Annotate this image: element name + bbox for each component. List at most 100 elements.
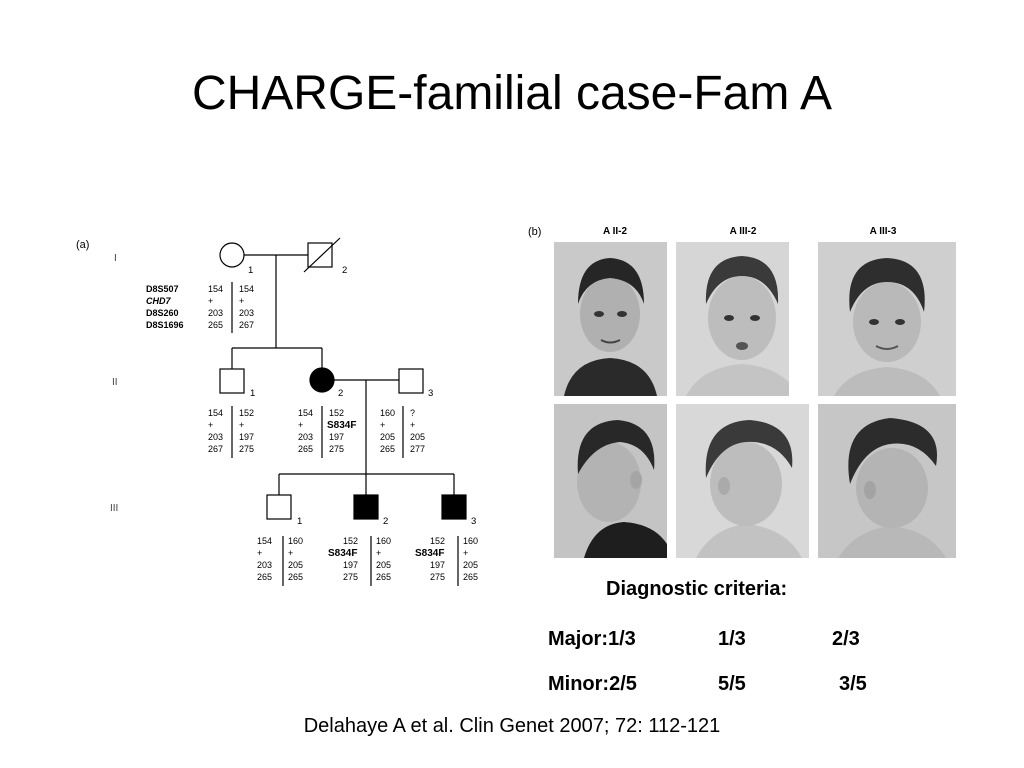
svg-text:+: + xyxy=(208,420,213,430)
panel-a-label: (a) xyxy=(76,239,89,251)
haplotype-III-1: 154 + 203 265 160 + 205 265 xyxy=(257,536,303,582)
svg-text:197: 197 xyxy=(329,432,344,442)
photo-a-ii-2-profile xyxy=(554,404,667,558)
svg-text:265: 265 xyxy=(257,572,272,582)
individual-number: 3 xyxy=(428,388,433,399)
photo-column-header: A III-2 xyxy=(729,226,757,237)
generation-label-III: III xyxy=(110,503,118,514)
individual-number: 1 xyxy=(250,388,255,399)
svg-text:275: 275 xyxy=(329,444,344,454)
photo-a-iii-2-front xyxy=(676,242,789,396)
major-value-a-iii-2: 1/3 xyxy=(718,628,746,650)
individual-I-2-symbol xyxy=(307,242,333,268)
photo-a-iii-3-profile xyxy=(818,404,956,558)
svg-text:205: 205 xyxy=(410,432,425,442)
criteria-heading: Diagnostic criteria: xyxy=(606,578,788,600)
svg-text:275: 275 xyxy=(430,572,445,582)
svg-text:154: 154 xyxy=(239,284,254,294)
individual-III-3-symbol xyxy=(441,494,467,520)
svg-text:203: 203 xyxy=(208,432,223,442)
minor-value-a-iii-2: 5/5 xyxy=(718,673,746,695)
individual-number: 2 xyxy=(383,516,388,527)
svg-text:+: + xyxy=(239,296,244,306)
svg-text:203: 203 xyxy=(257,560,272,570)
svg-text:154: 154 xyxy=(208,284,223,294)
svg-text:+: + xyxy=(257,548,262,558)
marker-label: D8S1696 xyxy=(146,320,184,330)
svg-text:203: 203 xyxy=(239,308,254,318)
individual-number: 2 xyxy=(338,388,343,399)
individual-number: 3 xyxy=(471,516,476,527)
svg-text:160: 160 xyxy=(288,536,303,546)
individual-number: 1 xyxy=(297,516,302,527)
svg-text:197: 197 xyxy=(239,432,254,442)
svg-text:277: 277 xyxy=(410,444,425,454)
svg-text:+: + xyxy=(239,420,244,430)
svg-text:265: 265 xyxy=(298,444,313,454)
svg-text:+: + xyxy=(380,420,385,430)
svg-text:152: 152 xyxy=(343,536,358,546)
svg-text:205: 205 xyxy=(288,560,303,570)
svg-text:+: + xyxy=(410,420,415,430)
svg-text:154: 154 xyxy=(208,408,223,418)
individual-II-2-symbol xyxy=(309,367,335,393)
haplotype-I-1: 154 + 203 265 154 + 203 267 xyxy=(208,284,254,330)
citation: Delahaye A et al. Clin Genet 2007; 72: 1… xyxy=(303,715,721,737)
svg-text:+: + xyxy=(288,548,293,558)
svg-text:267: 267 xyxy=(239,320,254,330)
svg-text:275: 275 xyxy=(239,444,254,454)
svg-text:160: 160 xyxy=(380,408,395,418)
individual-II-1-symbol xyxy=(219,368,245,394)
svg-text:+: + xyxy=(376,548,381,558)
photo-a-iii-3-front xyxy=(818,242,956,396)
svg-text:203: 203 xyxy=(298,432,313,442)
svg-text:265: 265 xyxy=(380,444,395,454)
svg-text:152: 152 xyxy=(329,408,344,418)
individual-number: 2 xyxy=(342,265,347,276)
svg-text:+: + xyxy=(463,548,468,558)
photo-column-header: A III-3 xyxy=(869,226,897,237)
individual-I-1-symbol xyxy=(219,242,245,268)
svg-text:S834F: S834F xyxy=(328,548,357,559)
svg-text:160: 160 xyxy=(376,536,391,546)
marker-label: D8S260 xyxy=(146,308,179,318)
svg-text:S834F: S834F xyxy=(415,548,444,559)
svg-text:160: 160 xyxy=(463,536,478,546)
svg-text:265: 265 xyxy=(376,572,391,582)
svg-text:?: ? xyxy=(410,408,415,418)
photo-a-iii-2-profile xyxy=(676,404,809,558)
pedigree-diagram: (a) I II III 1 2 1 2 3 1 xyxy=(76,237,478,586)
photo-a-ii-2-front xyxy=(554,242,667,396)
haplotype-III-2: 152 S834F 197 275 160 + 205 265 xyxy=(328,536,391,582)
minor-label: Minor:2/5 xyxy=(548,673,637,695)
haplotype-II-1: 154 + 203 267 152 + 197 275 xyxy=(208,408,254,454)
svg-text:197: 197 xyxy=(343,560,358,570)
svg-text:152: 152 xyxy=(430,536,445,546)
haplotype-II-2: 154 + 203 265 152 S834F 197 275 xyxy=(298,408,356,454)
individual-III-2-symbol xyxy=(353,494,379,520)
slide-title: CHARGE-familial case-Fam A xyxy=(191,67,833,120)
photo-column-header: A II-2 xyxy=(602,226,628,237)
individual-III-1-symbol xyxy=(266,494,292,520)
major-label: Major:1/3 xyxy=(548,628,636,650)
svg-text:275: 275 xyxy=(343,572,358,582)
svg-text:S834F: S834F xyxy=(327,420,356,431)
svg-text:265: 265 xyxy=(463,572,478,582)
svg-text:205: 205 xyxy=(463,560,478,570)
svg-text:+: + xyxy=(208,296,213,306)
svg-text:203: 203 xyxy=(208,308,223,318)
haplotype-II-3: 160 + 205 265 ? + 205 277 xyxy=(380,408,425,454)
svg-text:152: 152 xyxy=(239,408,254,418)
pedigree-lines xyxy=(231,254,459,586)
svg-text:197: 197 xyxy=(430,560,445,570)
haplotype-III-3: 152 S834F 197 275 160 + 205 265 xyxy=(415,536,478,582)
panel-b-label: (b) xyxy=(528,226,542,238)
individual-II-3-symbol xyxy=(398,368,424,394)
generation-label-II: II xyxy=(112,377,118,388)
generation-label-I: I xyxy=(114,253,117,264)
svg-text:154: 154 xyxy=(257,536,272,546)
marker-label: CHD7 xyxy=(146,296,171,306)
svg-text:+: + xyxy=(298,420,303,430)
individual-number: 1 xyxy=(248,265,253,276)
marker-label: D8S507 xyxy=(146,284,179,294)
